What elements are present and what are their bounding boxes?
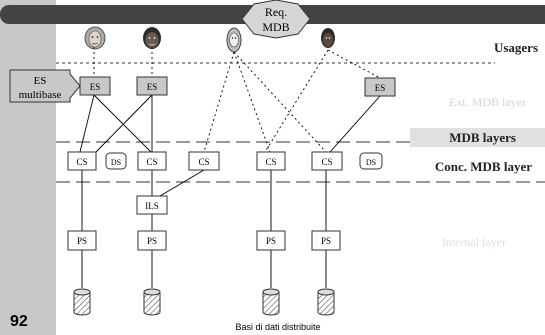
layer-label-conc: Conc. MDB layer bbox=[435, 159, 532, 174]
page-number: 92 bbox=[10, 313, 28, 330]
svg-text:PS: PS bbox=[321, 236, 331, 246]
svg-text:PS: PS bbox=[147, 236, 157, 246]
request-label-line1: Req. bbox=[265, 5, 287, 19]
request-mdb-hexagon: Req. MDB bbox=[241, 0, 311, 39]
mdb-label-bg bbox=[410, 128, 545, 147]
layer-label-ext: Ext. MDB layer bbox=[449, 95, 526, 109]
user-avatar-man-2-icon bbox=[321, 28, 335, 48]
ils-node: ILS bbox=[136, 195, 168, 215]
cs-node-3: CS bbox=[188, 151, 220, 171]
database-icon-3 bbox=[262, 288, 280, 316]
cs-node-1: CS bbox=[67, 151, 97, 171]
es-multibase-box: ES multibase bbox=[9, 69, 81, 103]
svg-text:CS: CS bbox=[321, 157, 332, 167]
user-avatar-woman-2-icon bbox=[226, 27, 242, 53]
layer-label-internal: Internal layer bbox=[442, 235, 506, 249]
user-avatar-woman-1-icon bbox=[84, 26, 106, 50]
svg-text:DS: DS bbox=[111, 158, 121, 167]
svg-text:CS: CS bbox=[146, 157, 157, 167]
ps-node-2: PS bbox=[137, 230, 167, 251]
cs-node-4: CS bbox=[256, 151, 286, 171]
es-multibase-line2: multibase bbox=[19, 89, 62, 101]
layer-label-users: Usagers bbox=[494, 40, 538, 55]
database-icon-2 bbox=[143, 288, 161, 316]
es-node-2: ES bbox=[136, 76, 168, 96]
ps-node-4: PS bbox=[311, 230, 341, 251]
footer-title: Basi di dati distribuite bbox=[235, 322, 320, 332]
layer-label-mdb: MDB layers bbox=[449, 130, 516, 145]
es-multibase-line1: ES bbox=[34, 75, 47, 87]
svg-text:DS: DS bbox=[366, 158, 376, 167]
cs-node-5: CS bbox=[311, 151, 343, 171]
database-icon-1 bbox=[73, 288, 91, 316]
ds-node-1: DS bbox=[105, 152, 127, 170]
svg-text:CS: CS bbox=[265, 157, 276, 167]
svg-text:PS: PS bbox=[266, 236, 276, 246]
ps-node-1: PS bbox=[67, 230, 97, 251]
left-band bbox=[0, 0, 56, 335]
database-icon-4 bbox=[317, 288, 335, 316]
cs-node-2: CS bbox=[137, 151, 167, 171]
svg-text:CS: CS bbox=[76, 157, 87, 167]
ps-node-3: PS bbox=[256, 230, 286, 251]
request-label-line2: MDB bbox=[262, 20, 289, 34]
svg-text:ILS: ILS bbox=[145, 201, 159, 211]
es-node-1: ES bbox=[79, 76, 111, 96]
svg-text:ES: ES bbox=[90, 82, 101, 92]
solid-connections bbox=[79, 94, 381, 288]
svg-text:PS: PS bbox=[77, 236, 87, 246]
svg-text:CS: CS bbox=[198, 157, 209, 167]
ds-node-2: DS bbox=[359, 152, 383, 170]
es-node-3: ES bbox=[364, 77, 396, 97]
svg-text:ES: ES bbox=[375, 83, 386, 93]
svg-text:ES: ES bbox=[147, 82, 158, 92]
user-avatar-man-1-icon bbox=[143, 27, 161, 49]
dotted-connections bbox=[93, 47, 381, 153]
